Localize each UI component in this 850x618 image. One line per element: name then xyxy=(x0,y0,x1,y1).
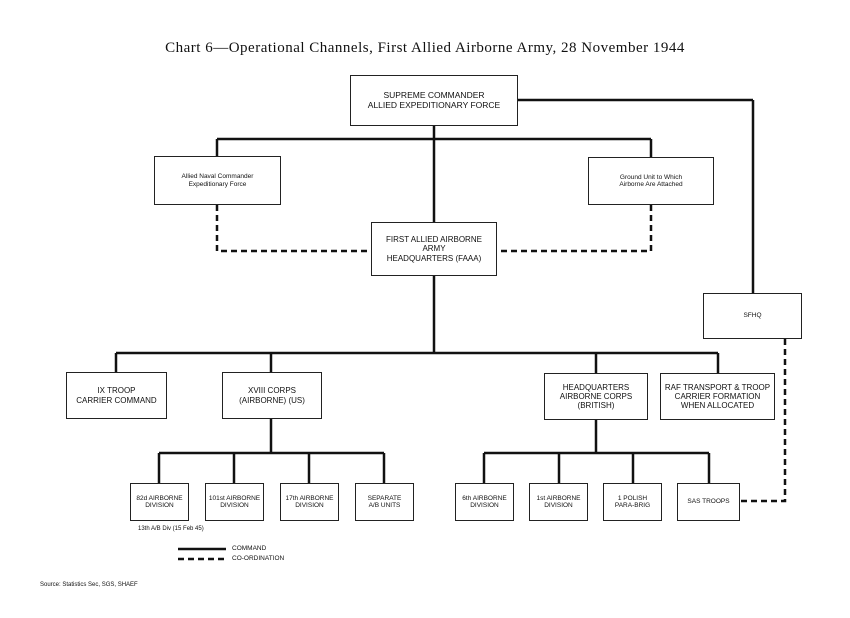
chart-title: Chart 6—Operational Channels, First Alli… xyxy=(165,40,685,56)
ix-troop-carrier-box: IX TROOP CARRIER COMMAND xyxy=(66,372,167,419)
ground-unit-box: Ground Unit to Which Airborne Are Attach… xyxy=(588,157,714,205)
82d-airborne-box: 82d AIRBORNE DIVISION xyxy=(130,483,189,521)
legend-command-label: COMMAND xyxy=(232,545,267,552)
101st-airborne-label: 101st AIRBORNE DIVISION xyxy=(208,494,261,509)
british-airborne-corps-label: HEADQUARTERS AIRBORNE CORPS (BRITISH) xyxy=(559,382,633,411)
6th-airborne-label: 6th AIRBORNE DIVISION xyxy=(462,494,507,509)
sfhq-box: SFHQ xyxy=(703,293,802,339)
naval-commander-label: Allied Naval Commander Expeditionary For… xyxy=(181,173,254,188)
82d-airborne-label: 82d AIRBORNE DIVISION xyxy=(136,494,183,509)
polish-para-brig-box: 1 POLISH PARA-BRIG xyxy=(603,483,662,521)
faaa-box: FIRST ALLIED AIRBORNE ARMY HEADQUARTERS … xyxy=(371,222,497,276)
6th-airborne-box: 6th AIRBORNE DIVISION xyxy=(455,483,514,521)
1st-airborne-box: 1st AIRBORNE DIVISION xyxy=(529,483,588,521)
17th-airborne-box: 17th AIRBORNE DIVISION xyxy=(280,483,339,521)
sfhq-label: SFHQ xyxy=(743,312,762,320)
1st-airborne-label: 1st AIRBORNE DIVISION xyxy=(536,494,581,509)
faaa-label: FIRST ALLIED AIRBORNE ARMY HEADQUARTERS … xyxy=(386,235,482,263)
separate-ab-units-label: SEPARATE A/B UNITS xyxy=(367,494,402,509)
101st-airborne-box: 101st AIRBORNE DIVISION xyxy=(205,483,264,521)
raf-transport-box: RAF TRANSPORT & TROOP CARRIER FORMATION … xyxy=(660,373,775,420)
ix-troop-carrier-label: IX TROOP CARRIER COMMAND xyxy=(76,386,157,405)
xviii-corps-label: XVIII CORPS (AIRBORNE) (US) xyxy=(239,386,305,405)
17th-airborne-label: 17th AIRBORNE DIVISION xyxy=(285,494,334,509)
naval-commander-box: Allied Naval Commander Expeditionary For… xyxy=(154,156,281,205)
supreme-commander-box: SUPREME COMMANDER ALLIED EXPEDITIONARY F… xyxy=(350,75,518,126)
source-note: Source: Statistics Sec, SGS, SHAEF xyxy=(40,582,138,588)
raf-transport-label: RAF TRANSPORT & TROOP CARRIER FORMATION … xyxy=(664,382,771,411)
xviii-corps-box: XVIII CORPS (AIRBORNE) (US) xyxy=(222,372,322,419)
polish-para-brig-label: 1 POLISH PARA-BRIG xyxy=(614,494,651,509)
ground-unit-label: Ground Unit to Which Airborne Are Attach… xyxy=(619,173,683,188)
legend-coordination-label: CO-ORDINATION xyxy=(232,555,285,562)
sas-troops-box: SAS TROOPS xyxy=(677,483,740,521)
british-airborne-corps-box: HEADQUARTERS AIRBORNE CORPS (BRITISH) xyxy=(544,373,648,420)
13th-airborne-note: 13th A/B Div (15 Feb 45) xyxy=(138,526,204,532)
sas-troops-label: SAS TROOPS xyxy=(687,498,730,506)
separate-ab-units-box: SEPARATE A/B UNITS xyxy=(355,483,414,521)
supreme-commander-label: SUPREME COMMANDER ALLIED EXPEDITIONARY F… xyxy=(367,89,501,110)
